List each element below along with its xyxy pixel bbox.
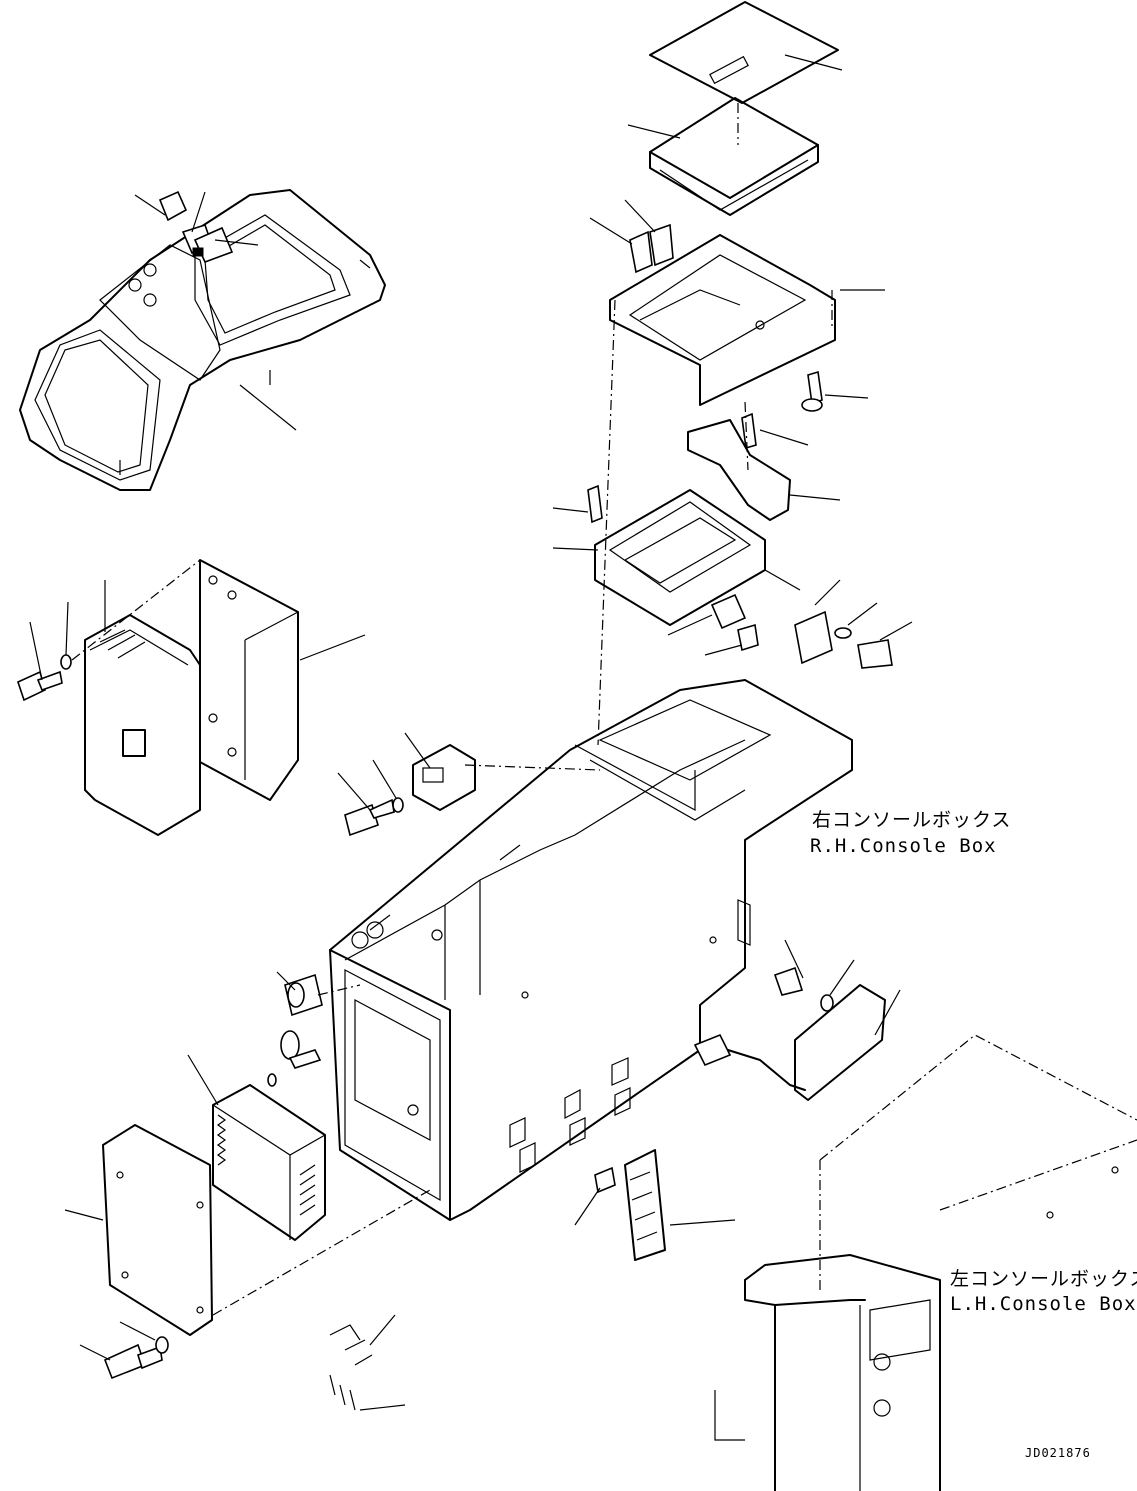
front-panel-cover (19, 189, 386, 491)
panel-leader-lines (134, 191, 297, 431)
monitor-unit (627, 97, 819, 216)
cover-sheet (649, 1, 843, 104)
rh-bracket-small (687, 419, 841, 521)
lh-connector-harness (693, 939, 901, 1101)
controller-box (84, 580, 201, 836)
rh-bolts (552, 370, 869, 524)
lh-console-label-jp: 左コンソールボックス (950, 1268, 1137, 1290)
controller-bolts (17, 559, 201, 702)
ecu-bolts (79, 1321, 169, 1380)
console-frame (329, 679, 853, 1221)
lh-console-body (714, 1034, 1137, 1491)
rh-center-lines (597, 290, 833, 746)
ecu-cover-plate (64, 1124, 431, 1336)
rh-console-tray (552, 489, 801, 626)
buzzer-and-fasteners (267, 971, 361, 1087)
relay-block (574, 1149, 736, 1261)
rh-console-top-bracket (609, 234, 885, 406)
controller-bracket (199, 559, 366, 801)
rh-small-parts (667, 579, 913, 669)
rh-console-label-en: R.H.Console Box (810, 835, 997, 857)
rh-console-label-jp: 右コンソールボックス (812, 809, 1012, 831)
relay-unit (337, 732, 601, 837)
drawing-code: JD021876 (1025, 1446, 1091, 1460)
rh-switches (589, 199, 674, 274)
lh-console-label-en: L.H.Console Box (950, 1293, 1137, 1315)
panel-switches (158, 190, 234, 264)
terminal-set (329, 1314, 406, 1411)
ecu-box (187, 1054, 326, 1241)
